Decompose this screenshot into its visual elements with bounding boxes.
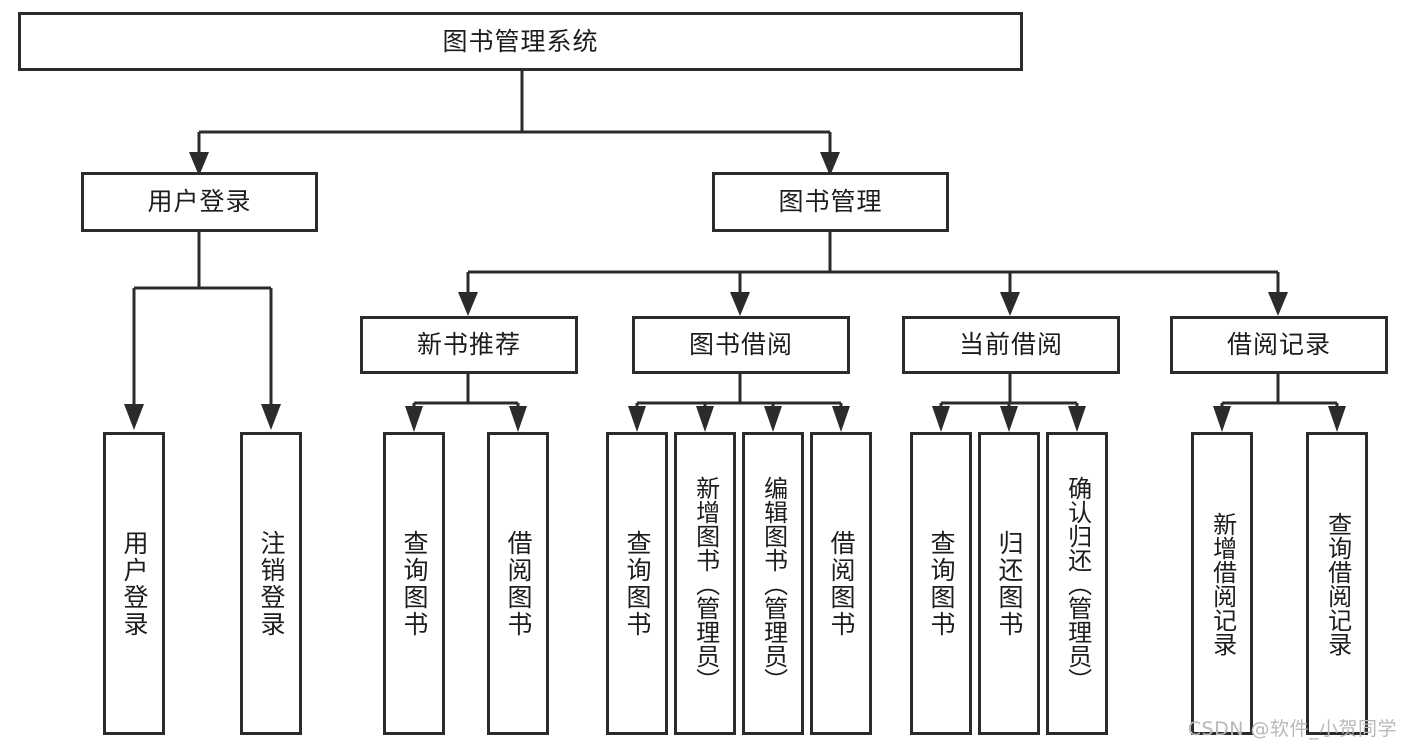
node-leaf-confirm-return-admin[interactable]: 确认归还（管理员） (1046, 432, 1108, 735)
node-book-manage-label: 图书管理 (778, 187, 883, 217)
node-leaf-add-borrow-record-label: 新增借阅记录 (1208, 511, 1237, 656)
node-new-book-recommend-label: 新书推荐 (416, 330, 521, 360)
node-leaf-logout-login[interactable]: 注销登录 (240, 432, 302, 735)
node-leaf-edit-book-admin[interactable]: 编辑图书（管理员） (742, 432, 804, 735)
node-leaf-add-book-admin-label: 新增图书（管理员） (691, 475, 720, 692)
node-book-borrow[interactable]: 图书借阅 (632, 316, 850, 374)
node-leaf-user-login-label: 用户登录 (120, 529, 149, 638)
node-book-manage[interactable]: 图书管理 (712, 172, 949, 232)
node-book-borrow-label: 图书借阅 (688, 330, 793, 360)
node-leaf-add-book-admin[interactable]: 新增图书（管理员） (674, 432, 736, 735)
node-leaf-borrow-book-2[interactable]: 借阅图书 (810, 432, 872, 735)
node-root-label: 图书管理系统 (442, 26, 599, 56)
node-root[interactable]: 图书管理系统 (18, 12, 1023, 71)
node-user-login[interactable]: 用户登录 (81, 172, 318, 232)
node-leaf-user-login[interactable]: 用户登录 (103, 432, 165, 735)
node-leaf-query-borrow-record-label: 查询借阅记录 (1323, 511, 1352, 656)
node-current-borrow-label: 当前借阅 (958, 330, 1063, 360)
node-leaf-borrow-book-1-label: 借阅图书 (504, 529, 533, 638)
node-leaf-return-book[interactable]: 归还图书 (978, 432, 1040, 735)
node-leaf-query-book-1-label: 查询图书 (400, 529, 429, 638)
node-leaf-add-borrow-record[interactable]: 新增借阅记录 (1191, 432, 1253, 735)
node-leaf-query-book-3-label: 查询图书 (927, 529, 956, 638)
node-leaf-edit-book-admin-label: 编辑图书（管理员） (759, 475, 788, 692)
node-leaf-query-book-3[interactable]: 查询图书 (910, 432, 972, 735)
csdn-watermark: CSDN @软件_小贺同学 (1187, 718, 1397, 740)
node-borrow-record[interactable]: 借阅记录 (1170, 316, 1388, 374)
node-leaf-return-book-label: 归还图书 (995, 529, 1024, 638)
node-borrow-record-label: 借阅记录 (1226, 330, 1331, 360)
node-leaf-query-borrow-record[interactable]: 查询借阅记录 (1306, 432, 1368, 735)
node-leaf-confirm-return-admin-label: 确认归还（管理员） (1063, 475, 1092, 692)
node-current-borrow[interactable]: 当前借阅 (902, 316, 1120, 374)
node-new-book-recommend[interactable]: 新书推荐 (360, 316, 578, 374)
node-leaf-query-book-1[interactable]: 查询图书 (383, 432, 445, 735)
node-leaf-borrow-book-1[interactable]: 借阅图书 (487, 432, 549, 735)
node-user-login-label: 用户登录 (147, 187, 252, 217)
node-leaf-query-book-2[interactable]: 查询图书 (606, 432, 668, 735)
node-leaf-borrow-book-2-label: 借阅图书 (827, 529, 856, 638)
node-leaf-logout-login-label: 注销登录 (257, 529, 286, 638)
node-leaf-query-book-2-label: 查询图书 (623, 529, 652, 638)
